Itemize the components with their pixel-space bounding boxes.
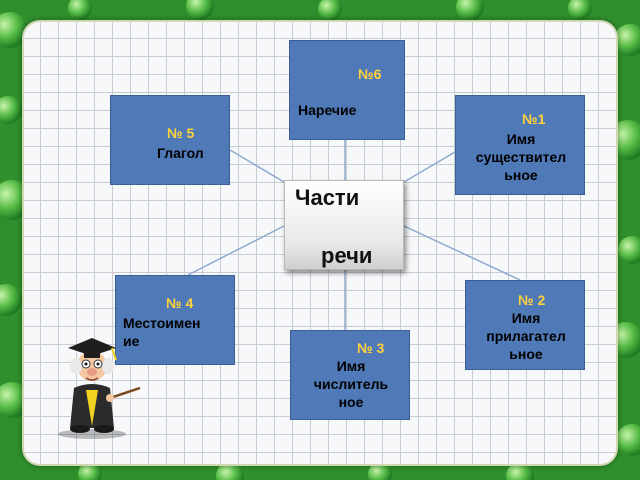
box-label: Глагол	[157, 145, 204, 161]
center-box-parts-of-speech: Части речи	[284, 180, 404, 270]
connector-line-4	[187, 225, 285, 276]
box-number: №1	[522, 111, 546, 127]
box-label: Имя существител ьное	[475, 131, 567, 183]
professor-mascot-icon	[58, 338, 141, 439]
center-title-line2: речи	[321, 243, 373, 268]
box-number: № 5	[167, 125, 195, 141]
box-number: № 2	[518, 292, 546, 308]
box-adverb: №6 Наречие	[289, 40, 405, 140]
box-verb: № 5 Глагол	[110, 95, 230, 185]
box-number: №6	[358, 66, 382, 82]
box-pronoun: № 4 Местоимен ие	[115, 275, 235, 365]
box-label: Имя прилагател ьное	[486, 310, 566, 362]
box-number: № 3	[357, 340, 385, 356]
box-numeral: № 3 Имя числитель ное	[290, 330, 410, 420]
box-adjective: № 2 Имя прилагател ьное	[465, 280, 585, 370]
box-number: № 4	[166, 295, 194, 311]
box-label: Наречие	[298, 102, 357, 118]
connector-line-1	[403, 151, 456, 183]
connector-line-2	[403, 225, 521, 281]
box-noun: №1 Имя существител ьное	[455, 95, 585, 195]
box-label: Местоимен ие	[123, 315, 201, 349]
center-title-line1: Части	[295, 185, 360, 210]
connector-line-5	[229, 149, 285, 183]
box-label: Имя числитель ное	[313, 358, 389, 410]
